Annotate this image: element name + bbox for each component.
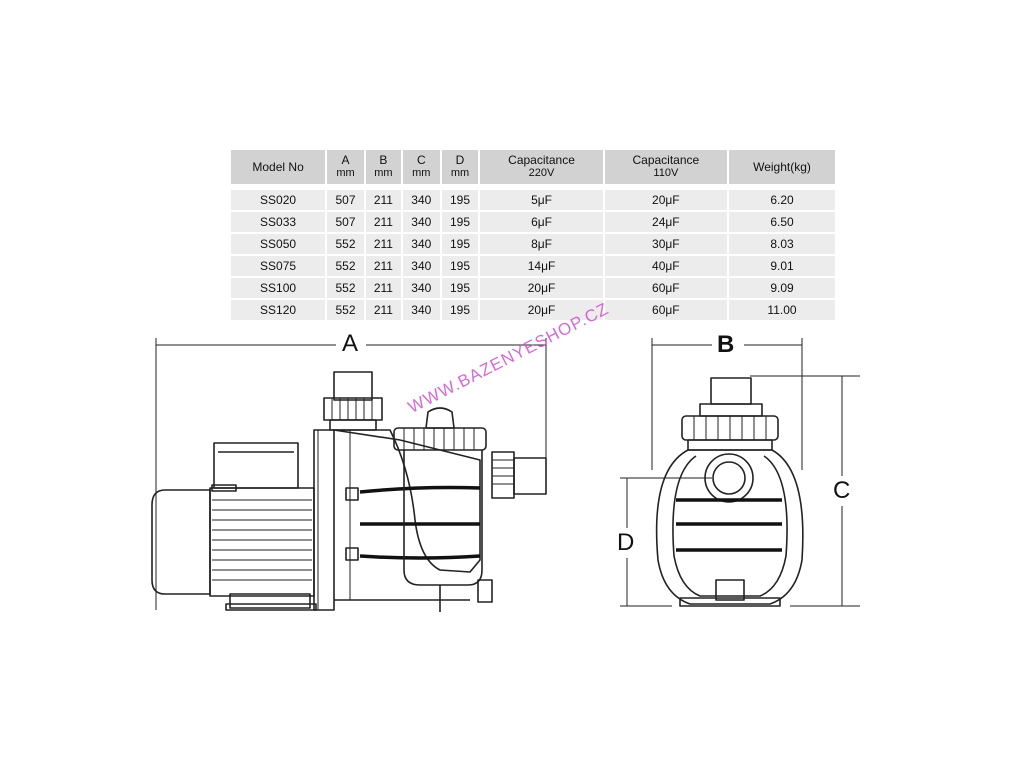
cell-cap-220: 8μF [480,234,603,254]
outlet-port [491,451,547,499]
table-row: SS100 552 211 340 195 20μF 60μF 9.09 [231,278,835,298]
cell-d: 195 [441,278,479,298]
dimension-b-label: B [717,331,735,358]
table-row: SS075 552 211 340 195 14μF 40μF 9.01 [231,256,835,276]
table-row: SS050 552 211 340 195 8μF 30μF 8.03 [231,234,835,254]
cell-b: 211 [365,256,401,276]
cell-cap-220: 5μF [480,190,603,210]
cell-weight: 6.50 [729,212,835,232]
table-row: SS120 552 211 340 195 20μF 60μF 11.00 [231,300,835,320]
cell-a: 552 [327,256,364,276]
cell-c: 340 [402,190,440,210]
cell-c: 340 [402,234,440,254]
pump-side-view [151,338,547,612]
cell-model: SS050 [231,234,326,254]
motor-body [151,487,315,597]
motor-flange [313,429,335,611]
cell-a: 507 [327,190,364,210]
cell-b: 211 [365,278,401,298]
cell-d: 195 [441,190,479,210]
cell-c: 340 [402,278,440,298]
cell-cap-220: 20μF [480,300,603,320]
dimension-b-line [651,338,803,470]
cell-b: 211 [365,212,401,232]
dimension-d-label: D [617,529,635,556]
cell-b: 211 [365,234,401,254]
cell-cap-110: 60μF [604,278,727,298]
cell-weight: 9.09 [729,278,835,298]
dimension-c-line [750,375,860,607]
cell-weight: 9.01 [729,256,835,276]
inlet-port [323,371,383,431]
strainer-lid [393,407,487,451]
header-weight: Weight(kg) [729,150,835,184]
cell-cap-110: 40μF [604,256,727,276]
cell-c: 340 [402,256,440,276]
cell-weight: 6.20 [729,190,835,210]
cell-d: 195 [441,300,479,320]
cell-model: SS120 [231,300,326,320]
dimension-d-line [620,477,712,607]
header-model: Model No [231,150,326,184]
cell-model: SS100 [231,278,326,298]
cell-cap-220: 14μF [480,256,603,276]
cell-a: 552 [327,300,364,320]
cell-cap-220: 20μF [480,278,603,298]
cell-a: 552 [327,278,364,298]
cell-cap-110: 30μF [604,234,727,254]
cell-c: 340 [402,300,440,320]
cell-cap-110: 20μF [604,190,727,210]
strainer-basket [403,450,493,612]
cell-a: 552 [327,234,364,254]
cell-c: 340 [402,212,440,232]
cell-a: 507 [327,212,364,232]
dimension-a-line [155,338,547,610]
terminal-box [211,442,299,492]
pump-front-view [620,338,860,607]
cell-cap-220: 6μF [480,212,603,232]
cell-model: SS033 [231,212,326,232]
cell-weight: 11.00 [729,300,835,320]
pump-base [225,593,317,611]
cell-b: 211 [365,190,401,210]
pump-housing [333,429,481,601]
cell-weight: 8.03 [729,234,835,254]
cell-d: 195 [441,256,479,276]
cell-d: 195 [441,234,479,254]
cell-cap-110: 60μF [604,300,727,320]
cell-b: 211 [365,300,401,320]
dimension-c-label: C [833,477,851,504]
cell-cap-110: 24μF [604,212,727,232]
cell-model: SS075 [231,256,326,276]
table-row: SS033 507 211 340 195 6μF 24μF 6.50 [231,212,835,232]
dimension-a-label: A [342,330,359,357]
cell-d: 195 [441,212,479,232]
table-row: SS020 507 211 340 195 5μF 20μF 6.20 [231,190,835,210]
cell-model: SS020 [231,190,326,210]
